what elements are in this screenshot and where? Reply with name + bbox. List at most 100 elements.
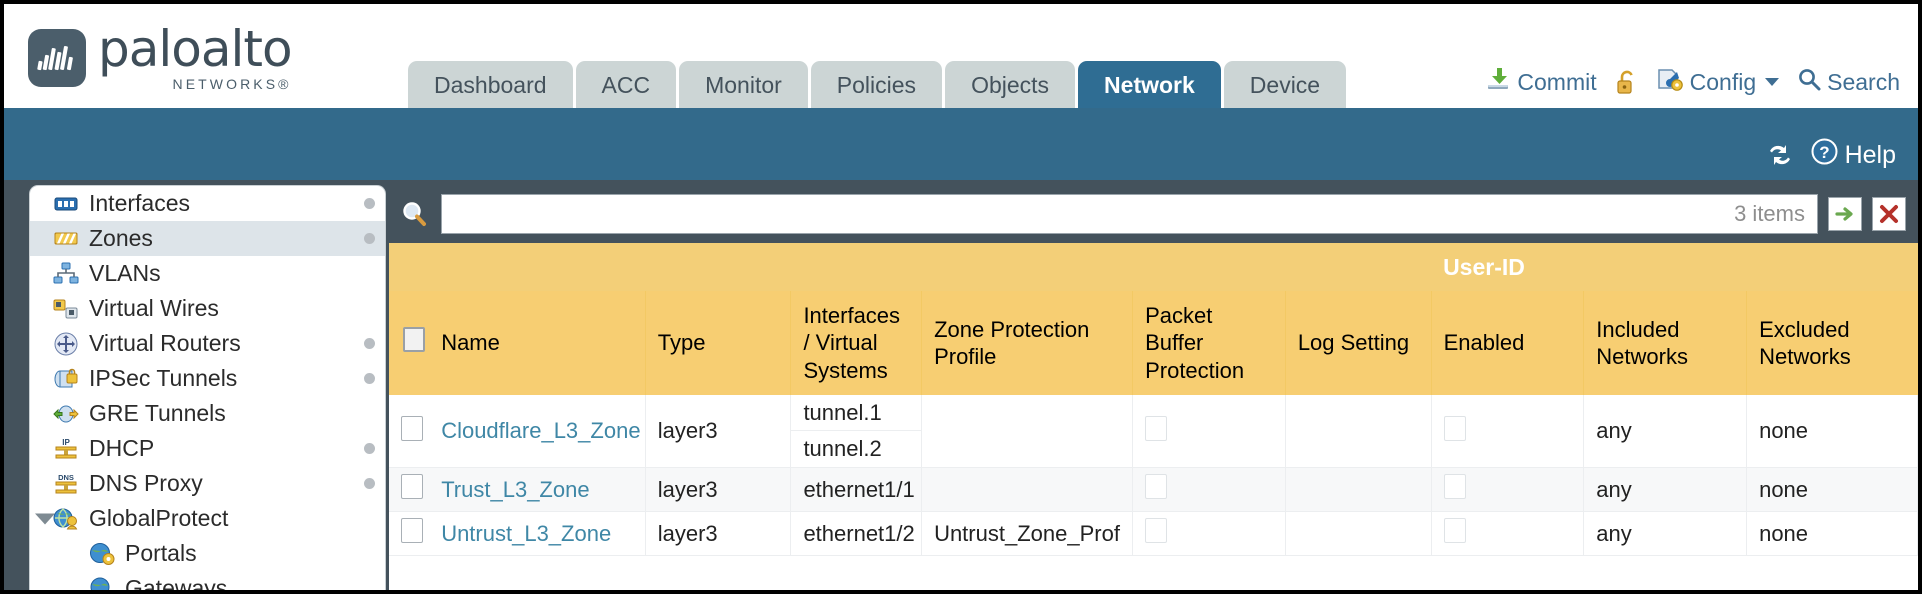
select-all-checkbox[interactable] xyxy=(403,327,425,353)
sidebar-item-portals[interactable]: Portals xyxy=(30,536,385,571)
sidebar-item-label: Virtual Routers xyxy=(89,330,241,356)
column-header-packet-buffer-protection[interactable]: Packet Buffer Protection xyxy=(1132,291,1286,395)
ipsec-tunnels-icon xyxy=(52,367,80,391)
config-icon xyxy=(1657,66,1684,98)
cell-userid-enabled xyxy=(1431,467,1585,512)
help-label: Help xyxy=(1844,140,1896,169)
refresh-icon[interactable] xyxy=(1765,142,1795,168)
row-select-checkbox[interactable] xyxy=(401,474,423,499)
cell-name: Untrust_L3_Zone xyxy=(429,511,646,556)
packet-buffer-protection-checkbox[interactable] xyxy=(1145,518,1168,543)
tab-monitor[interactable]: Monitor xyxy=(679,60,808,108)
brand-logo: paloalto NETWORKS® xyxy=(28,24,293,91)
sidebar-item-label: Zones xyxy=(89,225,153,251)
cell-interfaces: ethernet1/1 xyxy=(790,467,923,512)
commit-icon xyxy=(1485,66,1511,98)
column-header-zone-protection-profile[interactable]: Zone Protection Profile xyxy=(921,291,1134,395)
tab-objects[interactable]: Objects xyxy=(945,60,1076,108)
tab-device[interactable]: Device xyxy=(1223,60,1347,108)
packet-buffer-protection-checkbox[interactable] xyxy=(1145,474,1168,499)
sidebar-item-globalprotect[interactable]: GlobalProtect xyxy=(30,501,385,536)
sidebar-item-label: VLANs xyxy=(89,260,161,286)
sidebar-item-virtual-wires[interactable]: Virtual Wires xyxy=(30,291,385,326)
svg-text:DNS: DNS xyxy=(58,473,74,482)
sidebar-item-ipsec-tunnels[interactable]: IPSec Tunnels xyxy=(30,361,385,396)
tab-policies[interactable]: Policies xyxy=(810,60,943,108)
cell-name: Trust_L3_Zone xyxy=(429,467,646,512)
column-header-interfaces-virtual-systems[interactable]: Interfaces / Virtual Systems xyxy=(790,291,923,395)
help-circle-icon: ? xyxy=(1811,138,1838,172)
tab-acc[interactable]: ACC xyxy=(575,60,677,108)
sidebar-item-virtual-routers[interactable]: Virtual Routers xyxy=(30,326,385,361)
search-icon xyxy=(1797,67,1821,97)
zone-name-link[interactable]: Untrust_L3_Zone xyxy=(441,520,612,546)
filter-input-wrap[interactable]: 3 items xyxy=(441,194,1818,234)
column-header-name[interactable]: Name xyxy=(429,291,646,395)
interface-entry: ethernet1/2 xyxy=(803,520,915,546)
dns-proxy-icon: DNS xyxy=(52,472,80,496)
help-button[interactable]: ? Help xyxy=(1811,138,1896,172)
sidebar-item-label: DHCP xyxy=(89,435,155,461)
sidebar-item-gateways[interactable]: Gateways xyxy=(30,571,385,590)
commit-button[interactable]: Commit xyxy=(1485,66,1597,98)
column-header-enabled[interactable]: Enabled xyxy=(1431,291,1585,395)
unlocked-padlock-icon[interactable] xyxy=(1615,69,1639,96)
search-button[interactable]: Search xyxy=(1797,67,1900,97)
group-header-user-id: User-ID xyxy=(1431,243,1918,291)
column-header-log-setting[interactable]: Log Setting xyxy=(1285,291,1432,395)
header-actions: Commit Config xyxy=(1485,66,1900,98)
apply-filter-button[interactable] xyxy=(1828,197,1862,231)
interface-entry: tunnel.1 xyxy=(791,395,922,431)
row-select-checkbox[interactable] xyxy=(401,518,423,543)
sidebar-item-status-dot xyxy=(364,373,375,384)
sidebar-item-label: Virtual Wires xyxy=(89,295,219,321)
column-header-type[interactable]: Type xyxy=(645,291,792,395)
clear-filter-button[interactable] xyxy=(1872,197,1906,231)
config-menu[interactable]: Config xyxy=(1657,66,1780,98)
zone-name-link[interactable]: Trust_L3_Zone xyxy=(441,476,590,502)
gre-tunnels-icon xyxy=(52,402,80,426)
cell-included-networks: any xyxy=(1583,511,1748,556)
tab-dashboard[interactable]: Dashboard xyxy=(408,60,573,108)
sidebar-item-interfaces[interactable]: Interfaces xyxy=(30,186,385,221)
sidebar-item-label: DNS Proxy xyxy=(89,470,203,496)
filter-input[interactable] xyxy=(442,195,1817,233)
zone-name-link[interactable]: Cloudflare_L3_Zone xyxy=(441,418,641,443)
sidebar-item-gre-tunnels[interactable]: GRE Tunnels xyxy=(30,396,385,431)
virtual-wires-icon xyxy=(52,297,80,321)
row-select-cell xyxy=(389,467,430,512)
packet-buffer-protection-checkbox[interactable] xyxy=(1145,415,1168,441)
sidebar-item-dns-proxy[interactable]: DNS DNS Proxy xyxy=(30,466,385,501)
sidebar-item-zones[interactable]: Zones xyxy=(30,221,385,256)
filter-search-icon xyxy=(397,199,431,229)
cell-packet-buffer-protection xyxy=(1132,395,1286,468)
sidebar-item-vlans[interactable]: VLANs xyxy=(30,256,385,291)
column-header-included-networks[interactable]: Included Networks xyxy=(1583,291,1748,395)
select-all-header-cell xyxy=(389,291,430,395)
row-select-checkbox[interactable] xyxy=(401,415,423,441)
tab-network[interactable]: Network xyxy=(1078,60,1221,108)
cell-packet-buffer-protection xyxy=(1132,467,1286,512)
expand-collapse-triangle-icon[interactable] xyxy=(35,513,55,524)
cell-interfaces: ethernet1/2 xyxy=(790,511,923,556)
userid-enabled-checkbox[interactable] xyxy=(1443,415,1466,441)
userid-enabled-checkbox[interactable] xyxy=(1443,518,1466,543)
cell-zone-protection-profile xyxy=(921,395,1134,468)
cell-type: layer3 xyxy=(645,511,792,556)
sidebar-item-status-dot xyxy=(364,233,375,244)
column-header-excluded-networks[interactable]: Excluded Networks xyxy=(1746,291,1918,395)
svg-text:?: ? xyxy=(1819,143,1829,162)
cell-type: layer3 xyxy=(645,467,792,512)
paloalto-logo-icon xyxy=(28,28,86,87)
userid-enabled-checkbox[interactable] xyxy=(1443,474,1466,499)
table-group-header-row: User-ID xyxy=(389,243,1918,291)
